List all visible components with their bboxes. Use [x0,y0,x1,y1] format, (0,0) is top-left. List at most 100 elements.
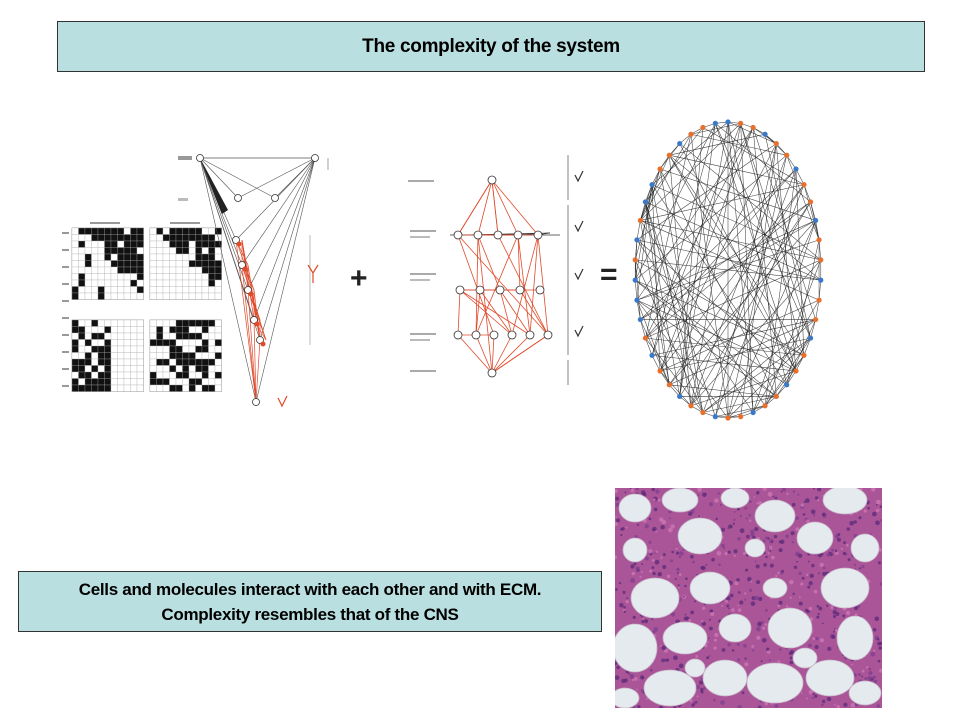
matrix-cell [136,358,144,366]
matrix-cell [201,260,209,268]
matrix-cell [182,319,190,327]
matrix-cell [201,352,209,360]
cell-nucleus [834,629,839,633]
network-node [813,316,819,323]
cell-nucleus [622,590,626,594]
cell-nucleus [720,543,725,548]
cell-nucleus [697,488,702,492]
cell-nucleus [721,527,726,532]
cell-nucleus [652,526,657,532]
cell-nucleus [808,689,814,695]
cell-nucleus [720,700,725,705]
cell-nucleus [816,499,820,502]
cell-nucleus [785,534,789,538]
network-edge [247,157,316,291]
cell-nucleus [615,515,617,518]
matrix-cell [208,273,216,281]
network-edge-red [529,234,539,336]
cell-nucleus [873,679,878,684]
cell-nucleus [662,553,666,557]
cell-nucleus [845,543,849,547]
matrix-cell [97,352,105,360]
cell-nucleus [630,674,632,676]
matrix-cell [130,339,138,347]
matrix-cell [169,326,177,334]
matrix-cell [123,273,131,281]
cell-nucleus [671,550,674,554]
cell-nucleus [670,612,676,617]
cell-nucleus [742,551,746,555]
matrix-cell [71,358,79,366]
matrix-cell [78,358,86,366]
matrix-cell [182,286,190,294]
cell-nucleus [670,559,674,563]
cell-nucleus [655,550,659,554]
cell-nucleus [755,626,761,632]
matrix-cell [175,266,183,274]
cell-nucleus [630,564,635,569]
matrix-cell [208,286,216,294]
cell-nucleus [695,685,701,690]
matrix-cell [195,247,203,255]
cell-nucleus [767,552,770,555]
matrix-cell [91,227,99,235]
cell-nucleus [702,687,706,690]
network-node [487,368,497,378]
cell-nucleus [795,516,800,520]
cell-nucleus [850,702,856,708]
matrix-cell [110,279,118,287]
caption-line-2: Complexity resembles that of the CNS [161,604,459,624]
matrix-cell [136,253,144,261]
cell-nucleus [815,636,819,641]
cell-nucleus [809,573,814,579]
network-node [813,217,819,224]
cell-nucleus [770,555,775,560]
matrix-cell [117,326,125,334]
network-edge-red [499,289,513,336]
matrix-cell [182,292,190,300]
cell-nucleus [879,641,882,645]
matrix-block [149,227,222,300]
matrix-cell [208,345,216,353]
network-edge-red [475,234,519,336]
matrix-cell [97,378,105,386]
matrix-cell [195,273,203,281]
matrix-cell [136,227,144,235]
cell-nucleus [661,645,667,651]
cell-nucleus [641,490,646,495]
network-edge-red [475,234,479,336]
matrix-cell [84,247,92,255]
cell-nucleus [813,514,816,517]
matrix-cell [214,326,222,334]
cell-nucleus [644,619,648,623]
cell-nucleus [780,490,783,493]
row-label-mark [62,283,69,285]
network-edge [669,220,816,385]
matrix-cell [169,365,177,373]
matrix-cell [162,384,170,392]
network-edge [636,184,653,301]
matrix-cell [208,332,216,340]
cell-nucleus [853,520,857,524]
cell-nucleus [818,606,823,611]
network-node [642,335,649,341]
cell-nucleus [657,572,662,577]
matrix-cell [84,240,92,248]
network-node [634,297,640,303]
matrix-cell [175,286,183,294]
matrix-cell [195,365,203,373]
cell-nucleus [739,600,744,605]
matrix-cell [156,253,164,261]
matrix-cell [78,384,86,392]
network-edge [669,384,777,397]
matrix-cell [201,365,209,373]
matrix-cell [188,279,196,287]
row-label-mark [62,249,69,251]
matrix-cell [182,365,190,373]
matrix-cell [78,345,86,353]
matrix-cell [195,352,203,360]
matrix-cell [214,384,222,392]
matrix-block [71,319,144,392]
network-edge-red [457,334,493,374]
matrix-cell [97,279,105,287]
